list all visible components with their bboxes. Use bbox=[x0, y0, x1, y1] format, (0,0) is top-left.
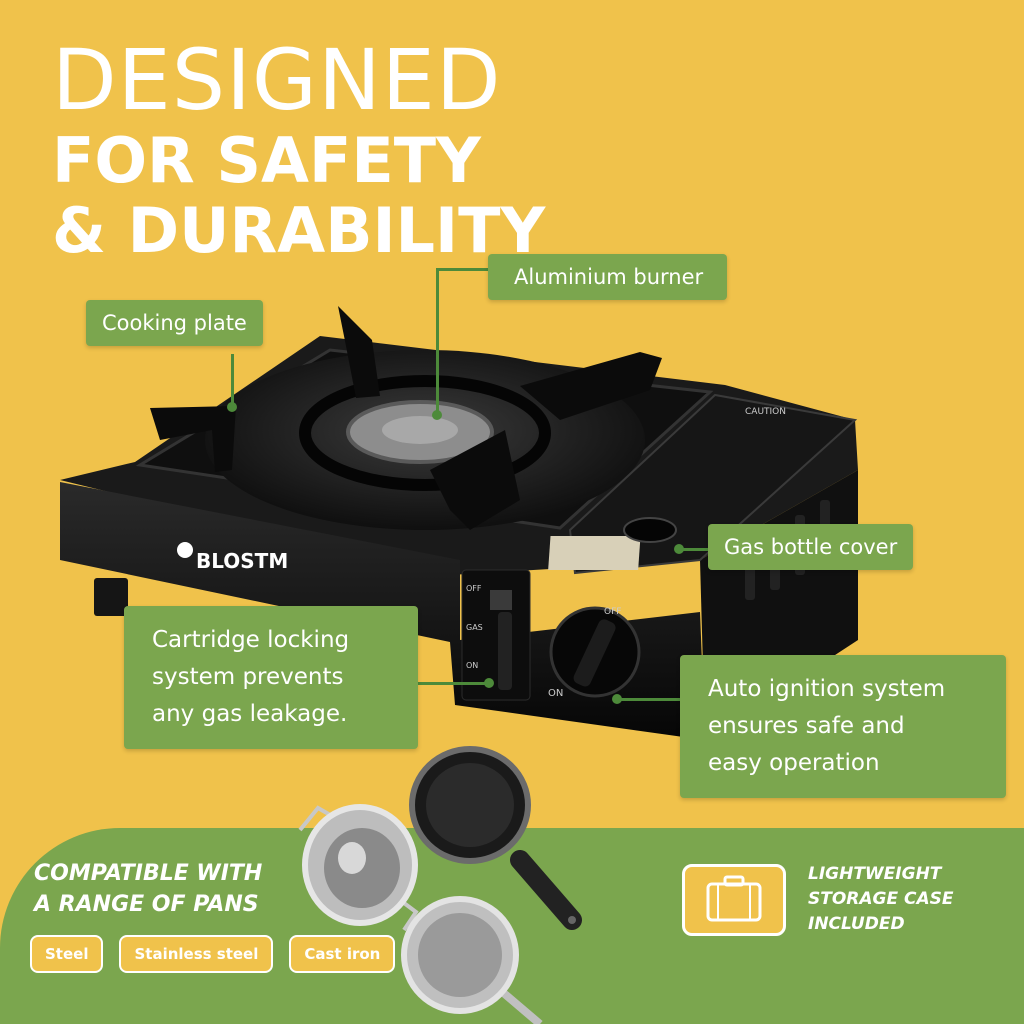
leader-dot-burner bbox=[432, 410, 442, 420]
knob-on-label: ON bbox=[548, 688, 563, 699]
leader-burner-vertical bbox=[436, 268, 439, 414]
caution-label: CAUTION bbox=[745, 407, 786, 417]
leader-ignition bbox=[618, 698, 680, 701]
lock-off-label: OFF bbox=[466, 584, 482, 593]
storage-line-3: INCLUDED bbox=[808, 914, 905, 934]
pan-support-left bbox=[150, 406, 236, 472]
callout-cartridge-locking: Cartridge locking system prevents any ga… bbox=[124, 606, 418, 749]
callout-aluminium-burner: Aluminium burner bbox=[488, 254, 728, 300]
leader-dot-gas-cover bbox=[674, 544, 684, 554]
compatible-title: COMPATIBLE WITH A RANGE OF PANS bbox=[34, 858, 262, 920]
cartridge-line-3: any gas leakage. bbox=[152, 701, 348, 727]
callout-gas-bottle-cover: Gas bottle cover bbox=[708, 524, 914, 570]
leader-cartridge bbox=[418, 682, 488, 685]
knob-off-label: OFF bbox=[604, 607, 621, 617]
storage-line-2: STORAGE CASE bbox=[808, 889, 954, 909]
compatible-line-1: COMPATIBLE WITH bbox=[34, 861, 263, 886]
lock-on-label: ON bbox=[466, 661, 478, 670]
cartridge-line-2: system prevents bbox=[152, 664, 344, 690]
cartridge-line-1: Cartridge locking bbox=[152, 627, 350, 653]
ignition-line-2: ensures safe and bbox=[708, 713, 905, 739]
leader-cooking-plate bbox=[231, 354, 234, 406]
compatible-line-2: A RANGE OF PANS bbox=[34, 892, 259, 917]
leader-burner-horizontal bbox=[436, 268, 490, 271]
leader-dot-ignition bbox=[612, 694, 622, 704]
ignition-line-3: easy operation bbox=[708, 750, 880, 776]
headline-line-1: DESIGNED bbox=[52, 31, 502, 129]
pan-support-bottom bbox=[430, 430, 520, 530]
leader-gas-cover bbox=[680, 548, 710, 551]
leader-dot-cartridge bbox=[484, 678, 494, 688]
callout-cooking-plate: Cooking plate bbox=[86, 300, 263, 346]
chip-stainless-steel: Stainless steel bbox=[119, 935, 274, 973]
leader-dot-cooking-plate bbox=[227, 402, 237, 412]
pan-type-chips: Steel Stainless steel Cast iron bbox=[30, 935, 396, 973]
storage-case-title: LIGHTWEIGHT STORAGE CASE INCLUDED bbox=[808, 862, 954, 937]
ignition-line-1: Auto ignition system bbox=[708, 676, 946, 702]
storage-line-1: LIGHTWEIGHT bbox=[808, 864, 942, 884]
headline: DESIGNED FOR SAFETY & DURABILITY bbox=[52, 38, 545, 262]
callout-auto-ignition: Auto ignition system ensures safe and ea… bbox=[680, 655, 1006, 798]
pan-support-top bbox=[338, 306, 380, 398]
suitcase-icon bbox=[706, 875, 762, 922]
chip-cast-iron: Cast iron bbox=[289, 935, 396, 973]
brand-logo-text: BLOSTM bbox=[196, 549, 288, 573]
cartridge-lock-lever bbox=[461, 569, 531, 701]
headline-line-3: & DURABILITY bbox=[52, 194, 546, 267]
storage-case-badge bbox=[682, 864, 786, 936]
brand-flower-icon bbox=[177, 542, 193, 558]
pan-support-right bbox=[520, 352, 662, 420]
lock-gas-label: GAS bbox=[466, 623, 483, 632]
headline-line-2: FOR SAFETY bbox=[52, 124, 481, 197]
chip-steel: Steel bbox=[30, 935, 104, 973]
stove-foot-left bbox=[94, 578, 128, 616]
